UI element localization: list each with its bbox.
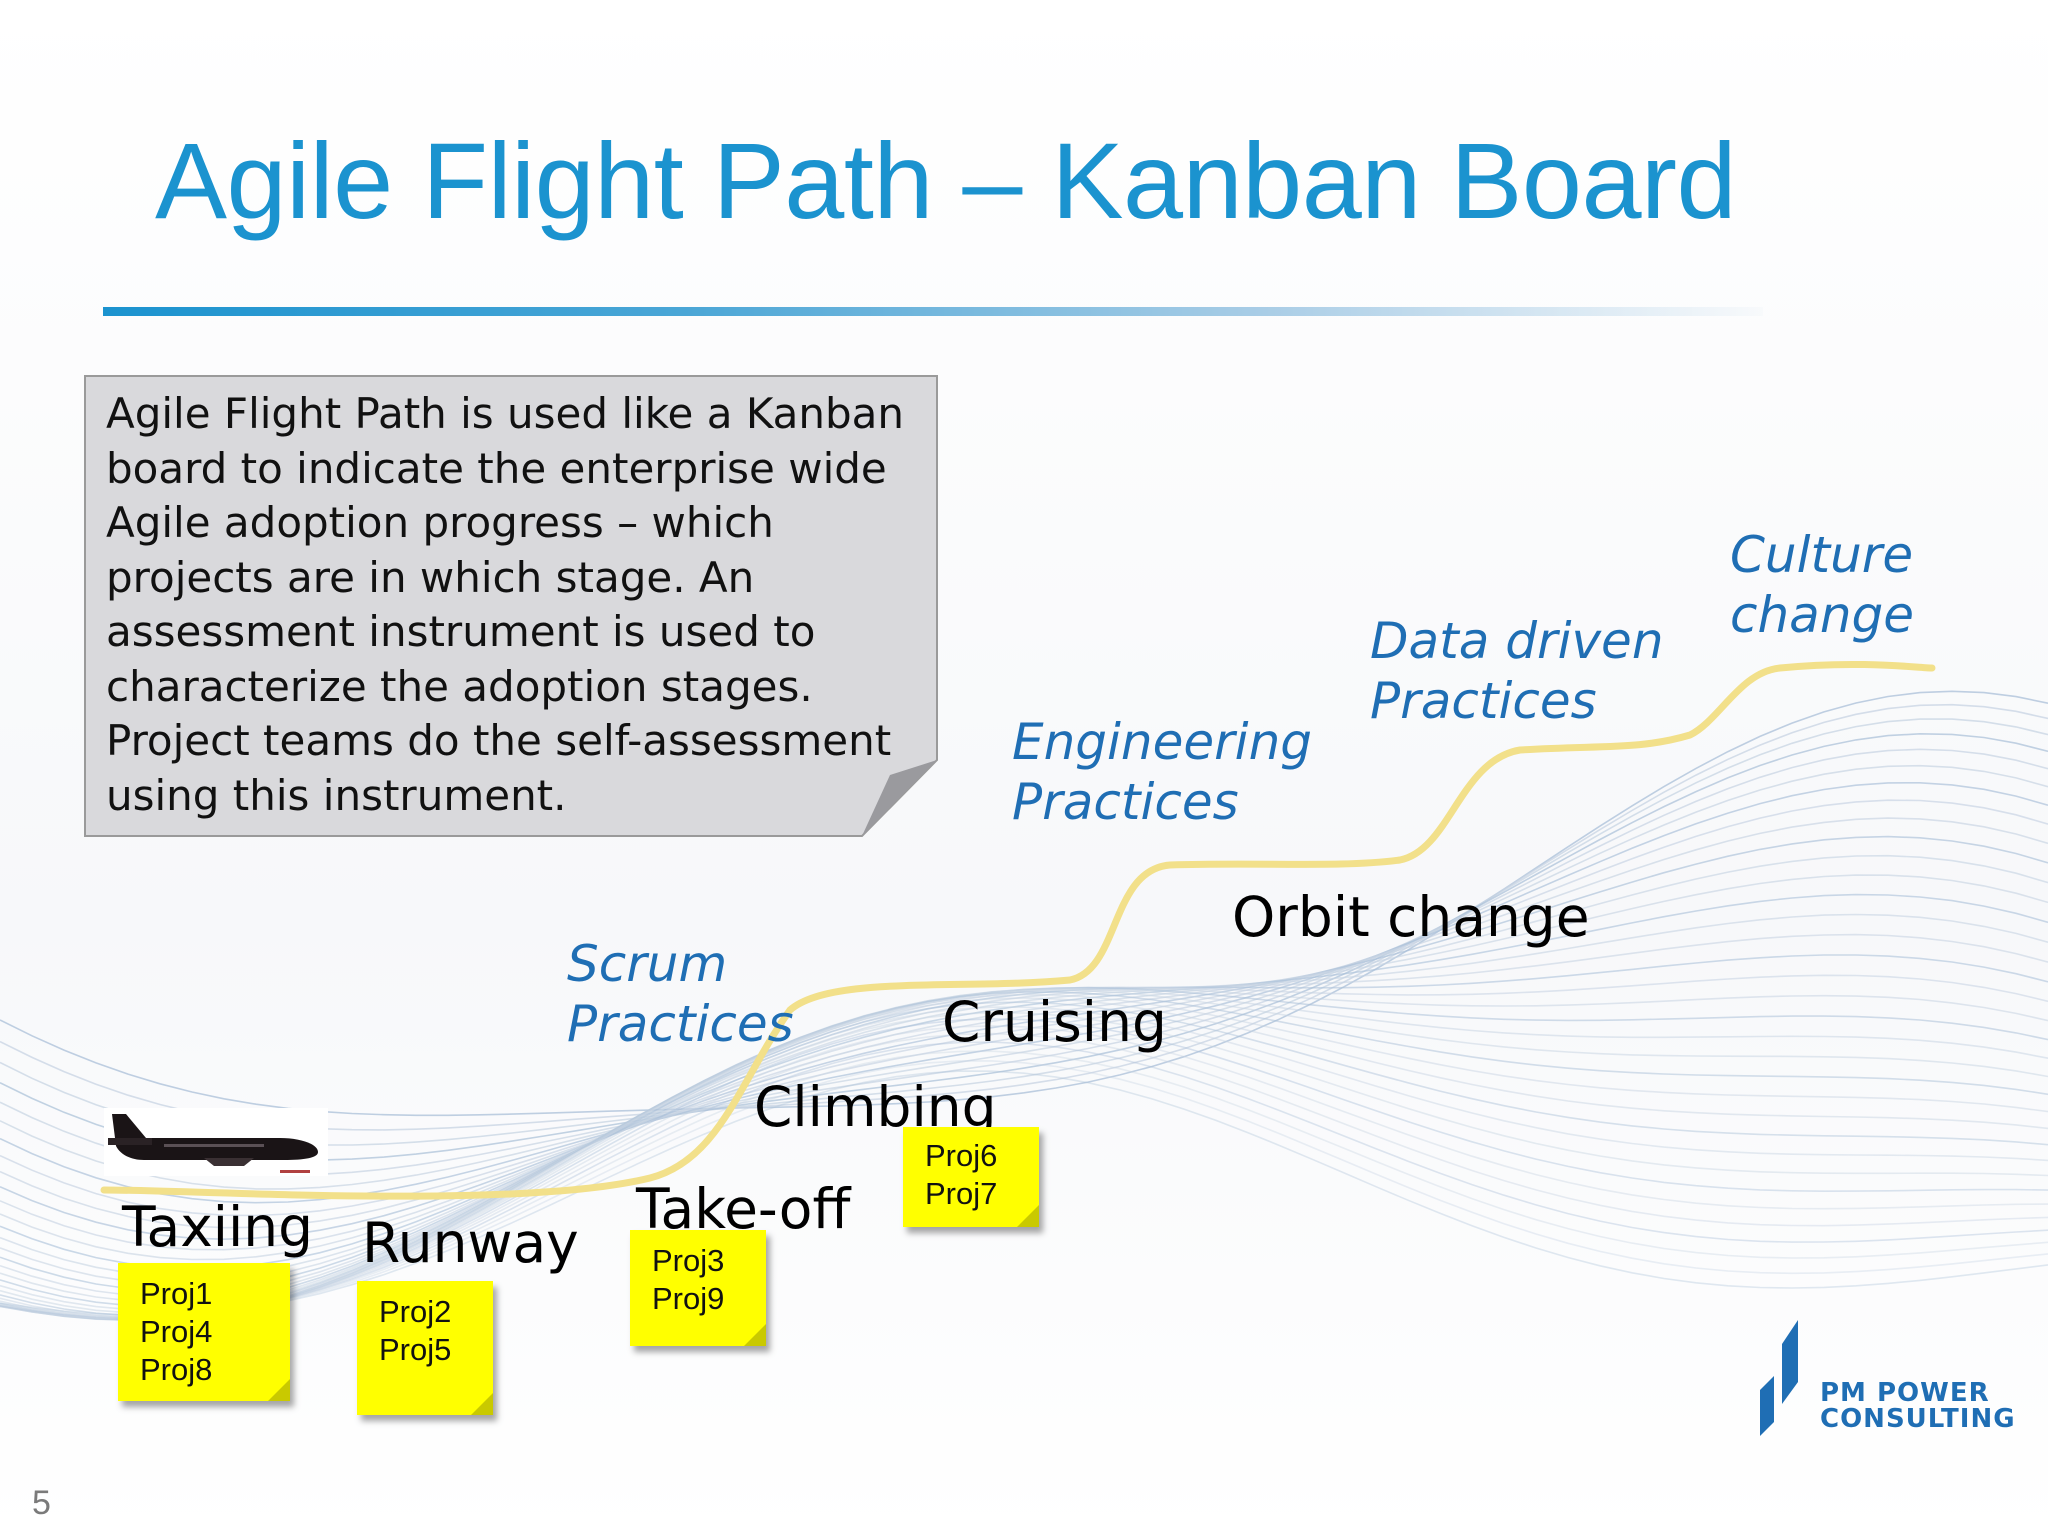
wave-line [0,1001,2048,1321]
sticky-note-climbing[interactable]: Proj6 Proj7 [903,1127,1039,1227]
culture-change-label: Culture change [1730,525,1914,645]
wave-line [0,987,2048,1311]
logo-line: PM POWER [1820,1378,1990,1408]
project-item: Proj1 [140,1276,213,1311]
callout-line: projects are in which stage. An [106,552,755,602]
wave-line [0,989,2048,1314]
wave-line [0,799,2048,1217]
stage-climbing: Climbing [754,1075,997,1139]
sticky-note-taxiing[interactable]: Proj1 Proj4 Proj8 [118,1263,290,1401]
wave-line [0,835,2048,1241]
sticky-note-runway[interactable]: Proj2 Proj5 [357,1281,493,1415]
wave-line [0,690,2048,1117]
callout-line: using this instrument. [106,770,567,820]
wave-line [0,1041,2048,1319]
project-item: Proj2 [379,1294,452,1329]
wave-line [0,1060,2048,1317]
callout-line: Project teams do the self-assessment [106,716,892,765]
wave-line [0,1011,2048,1322]
wave-line [0,854,2048,1251]
stage-runway: Runway [362,1211,579,1275]
stage-takeoff: Take-off [636,1177,851,1241]
project-item: Proj6 [925,1138,998,1173]
wave-line [0,893,2048,1270]
title-underline [103,307,1763,316]
wave-line [0,1018,2048,1321]
callout-line: characterize the adoption stages. [106,661,813,711]
practice-line: Practices [1012,773,1239,831]
wave-line [0,718,2048,1146]
engineering-practices-label: Engineering Practices [1012,712,1312,832]
wave-line [0,1006,2048,1322]
wave-line [0,913,2048,1278]
callout-shape [84,375,938,837]
project-item: Proj7 [925,1176,998,1211]
callout-line: Agile Flight Path is used like a Kanban [106,389,904,438]
practice-line: Culture [1730,526,1914,584]
wave-line [0,933,2048,1286]
wave-line [0,991,2048,1317]
callout-line: assessment instrument is used to [106,607,816,656]
note-fold [471,1393,493,1415]
practice-line: Scrum [567,935,728,993]
wave-line [0,954,2048,1292]
project-item: Proj9 [652,1281,725,1316]
project-item: Proj3 [652,1243,725,1278]
wave-line [0,1050,2048,1318]
callout-text: Agile Flight Path is used like a Kanban … [106,387,926,823]
wave-line [0,732,2048,1161]
description-callout: Agile Flight Path is used like a Kanban … [84,375,938,837]
practice-line: Practices [1370,672,1597,730]
wave-line [0,993,2048,1319]
data-driven-practices-label: Data driven Practices [1370,611,1664,731]
logo-line: CONSULTING [1820,1404,2016,1434]
project-item: Proj4 [140,1314,213,1349]
practice-line: Data driven [1370,612,1664,670]
practice-line: Practices [567,995,794,1053]
wave-line [0,748,2048,1176]
callout-line: board to indicate the enterprise wide [106,443,887,493]
project-item: Proj8 [140,1352,213,1387]
practice-line: Engineering [1012,713,1312,771]
stage-orbit-change: Orbit change [1232,885,1590,949]
page-number: 5 [32,1484,51,1522]
page-title: Agile Flight Path – Kanban Board [155,120,1737,241]
project-item: Proj5 [379,1332,452,1367]
wave-line [0,1025,2048,1321]
note-fold [1017,1205,1039,1227]
practice-line: change [1730,586,1915,644]
note-fold [268,1379,290,1401]
callout-line: Agile adoption progress – which [106,498,774,547]
scrum-practices-label: Scrum Practices [567,934,794,1054]
stage-cruising: Cruising [942,990,1167,1054]
wave-line [0,764,2048,1190]
airplane-icon [104,1108,328,1176]
company-logo-text: PM POWER CONSULTING [1820,1380,2016,1432]
note-fold [744,1324,766,1346]
stage-taxiing: Taxiing [122,1195,314,1259]
pm-power-logo-mark [1760,1320,1798,1436]
wave-line [0,874,2048,1261]
wave-line [0,1070,2048,1316]
wave-line [0,703,2048,1131]
wave-line [0,817,2048,1229]
wave-line [0,997,2048,1320]
wave-line [0,1032,2048,1320]
sticky-note-takeoff[interactable]: Proj3 Proj9 [630,1230,766,1346]
